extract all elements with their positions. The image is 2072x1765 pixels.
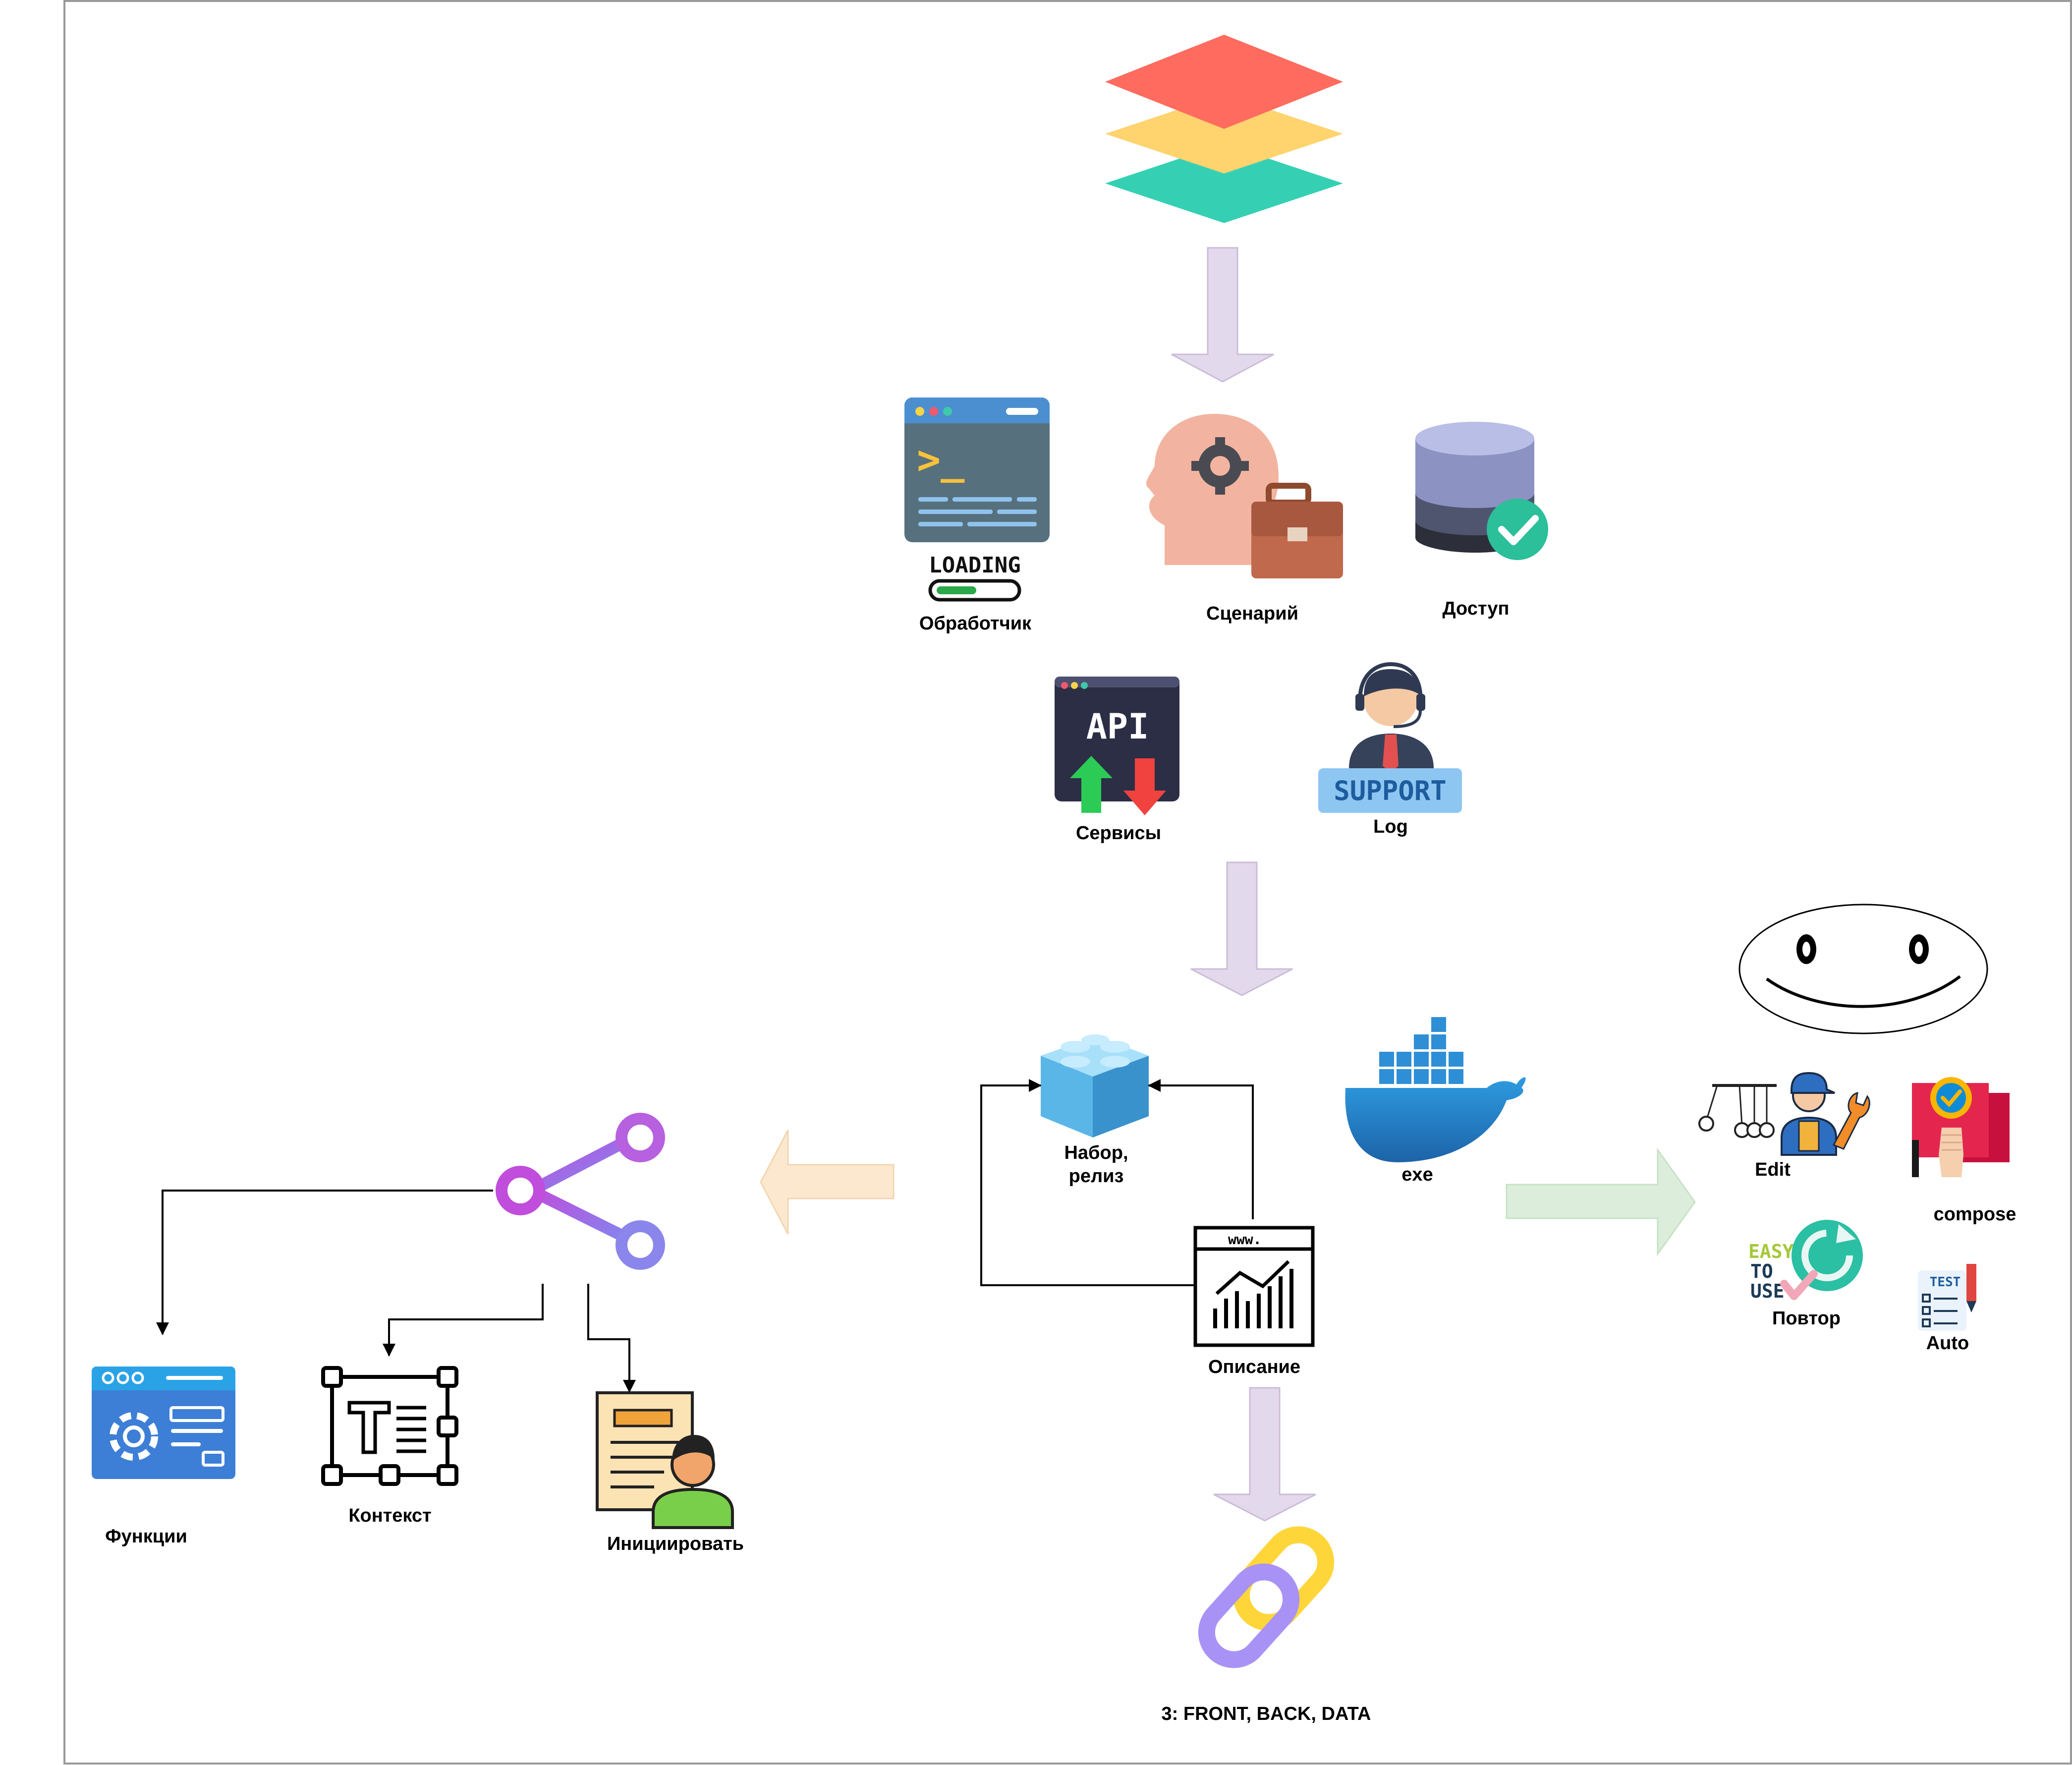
label-functions: Функции (105, 1526, 187, 1547)
label-repeat: Повтор (1772, 1308, 1841, 1329)
label-compose: compose (1934, 1204, 2016, 1225)
loading-text: LOADING (929, 553, 1020, 578)
connector-description-to-lego-left (980, 1079, 1194, 1286)
document-person-icon (596, 1391, 734, 1529)
flow-arrow-down-1 (1171, 247, 1274, 383)
layers-icon (1105, 35, 1343, 223)
analytics-browser-icon: www. (1193, 1226, 1315, 1347)
to-text: TO (1750, 1260, 1773, 1282)
label-set-release-line1: Набор, (1064, 1142, 1128, 1163)
settings-window-icon (92, 1366, 235, 1479)
label-auto: Auto (1926, 1333, 1969, 1354)
database-icon (1415, 422, 1548, 560)
svg-text:>_: >_ (917, 437, 965, 483)
api-text: API (1086, 706, 1149, 747)
label-description: Описание (1208, 1357, 1300, 1377)
test-checklist-icon: TEST (1918, 1264, 1976, 1331)
share-icon (496, 1113, 665, 1270)
newtons-cradle-icon (1698, 1084, 1777, 1138)
label-exe: exe (1401, 1164, 1433, 1185)
docker-whale-icon (1345, 1017, 1526, 1162)
text-box-icon (321, 1366, 458, 1486)
smiley-face (1738, 904, 1988, 1034)
terminal-icon: >_ (904, 398, 1050, 542)
label-scenario: Сценарий (1206, 603, 1298, 624)
label-services: Сервисы (1076, 823, 1161, 844)
label-initiate: Инициировать (607, 1534, 744, 1554)
flow-arrow-left (760, 1130, 895, 1235)
label-log: Log (1373, 816, 1408, 837)
support-text: SUPPORT (1334, 775, 1447, 806)
use-text: USE (1750, 1280, 1785, 1302)
chain-link-icon (1198, 1526, 1335, 1668)
easy-to-use-icon: EASY TO USE (1748, 1220, 1863, 1302)
lego-brick-icon (1041, 1034, 1149, 1138)
connector-description-to-lego-right (1148, 1079, 1254, 1219)
label-access: Доступ (1442, 598, 1509, 619)
flow-arrow-right (1506, 1147, 1696, 1256)
page-border (63, 0, 2072, 1765)
approval-certificate-icon (1912, 1077, 2010, 1177)
label-context: Контекст (348, 1505, 431, 1526)
connector-share-to-initiate (587, 1284, 636, 1393)
loading-badge: LOADING (928, 553, 1021, 602)
connector-share-to-context (383, 1284, 544, 1357)
flow-arrow-down-3 (1213, 1387, 1316, 1522)
label-edit: Edit (1755, 1159, 1791, 1180)
label-layers-bottom: 3: FRONT, BACK, DATA (1162, 1704, 1371, 1724)
label-set-release-line2: релиз (1069, 1166, 1124, 1187)
connector-share-to-functions (156, 1190, 493, 1335)
www-text: www. (1228, 1231, 1261, 1248)
easy-text: EASY (1748, 1241, 1794, 1262)
head-briefcase-icon (1146, 414, 1343, 578)
test-text: TEST (1930, 1275, 1961, 1290)
api-icon: API (1055, 677, 1179, 815)
label-handler: Обработчик (919, 613, 1032, 634)
mechanic-icon (1781, 1072, 1870, 1156)
support-agent-icon: SUPPORT (1318, 662, 1462, 813)
flow-arrow-down-2 (1190, 861, 1293, 996)
